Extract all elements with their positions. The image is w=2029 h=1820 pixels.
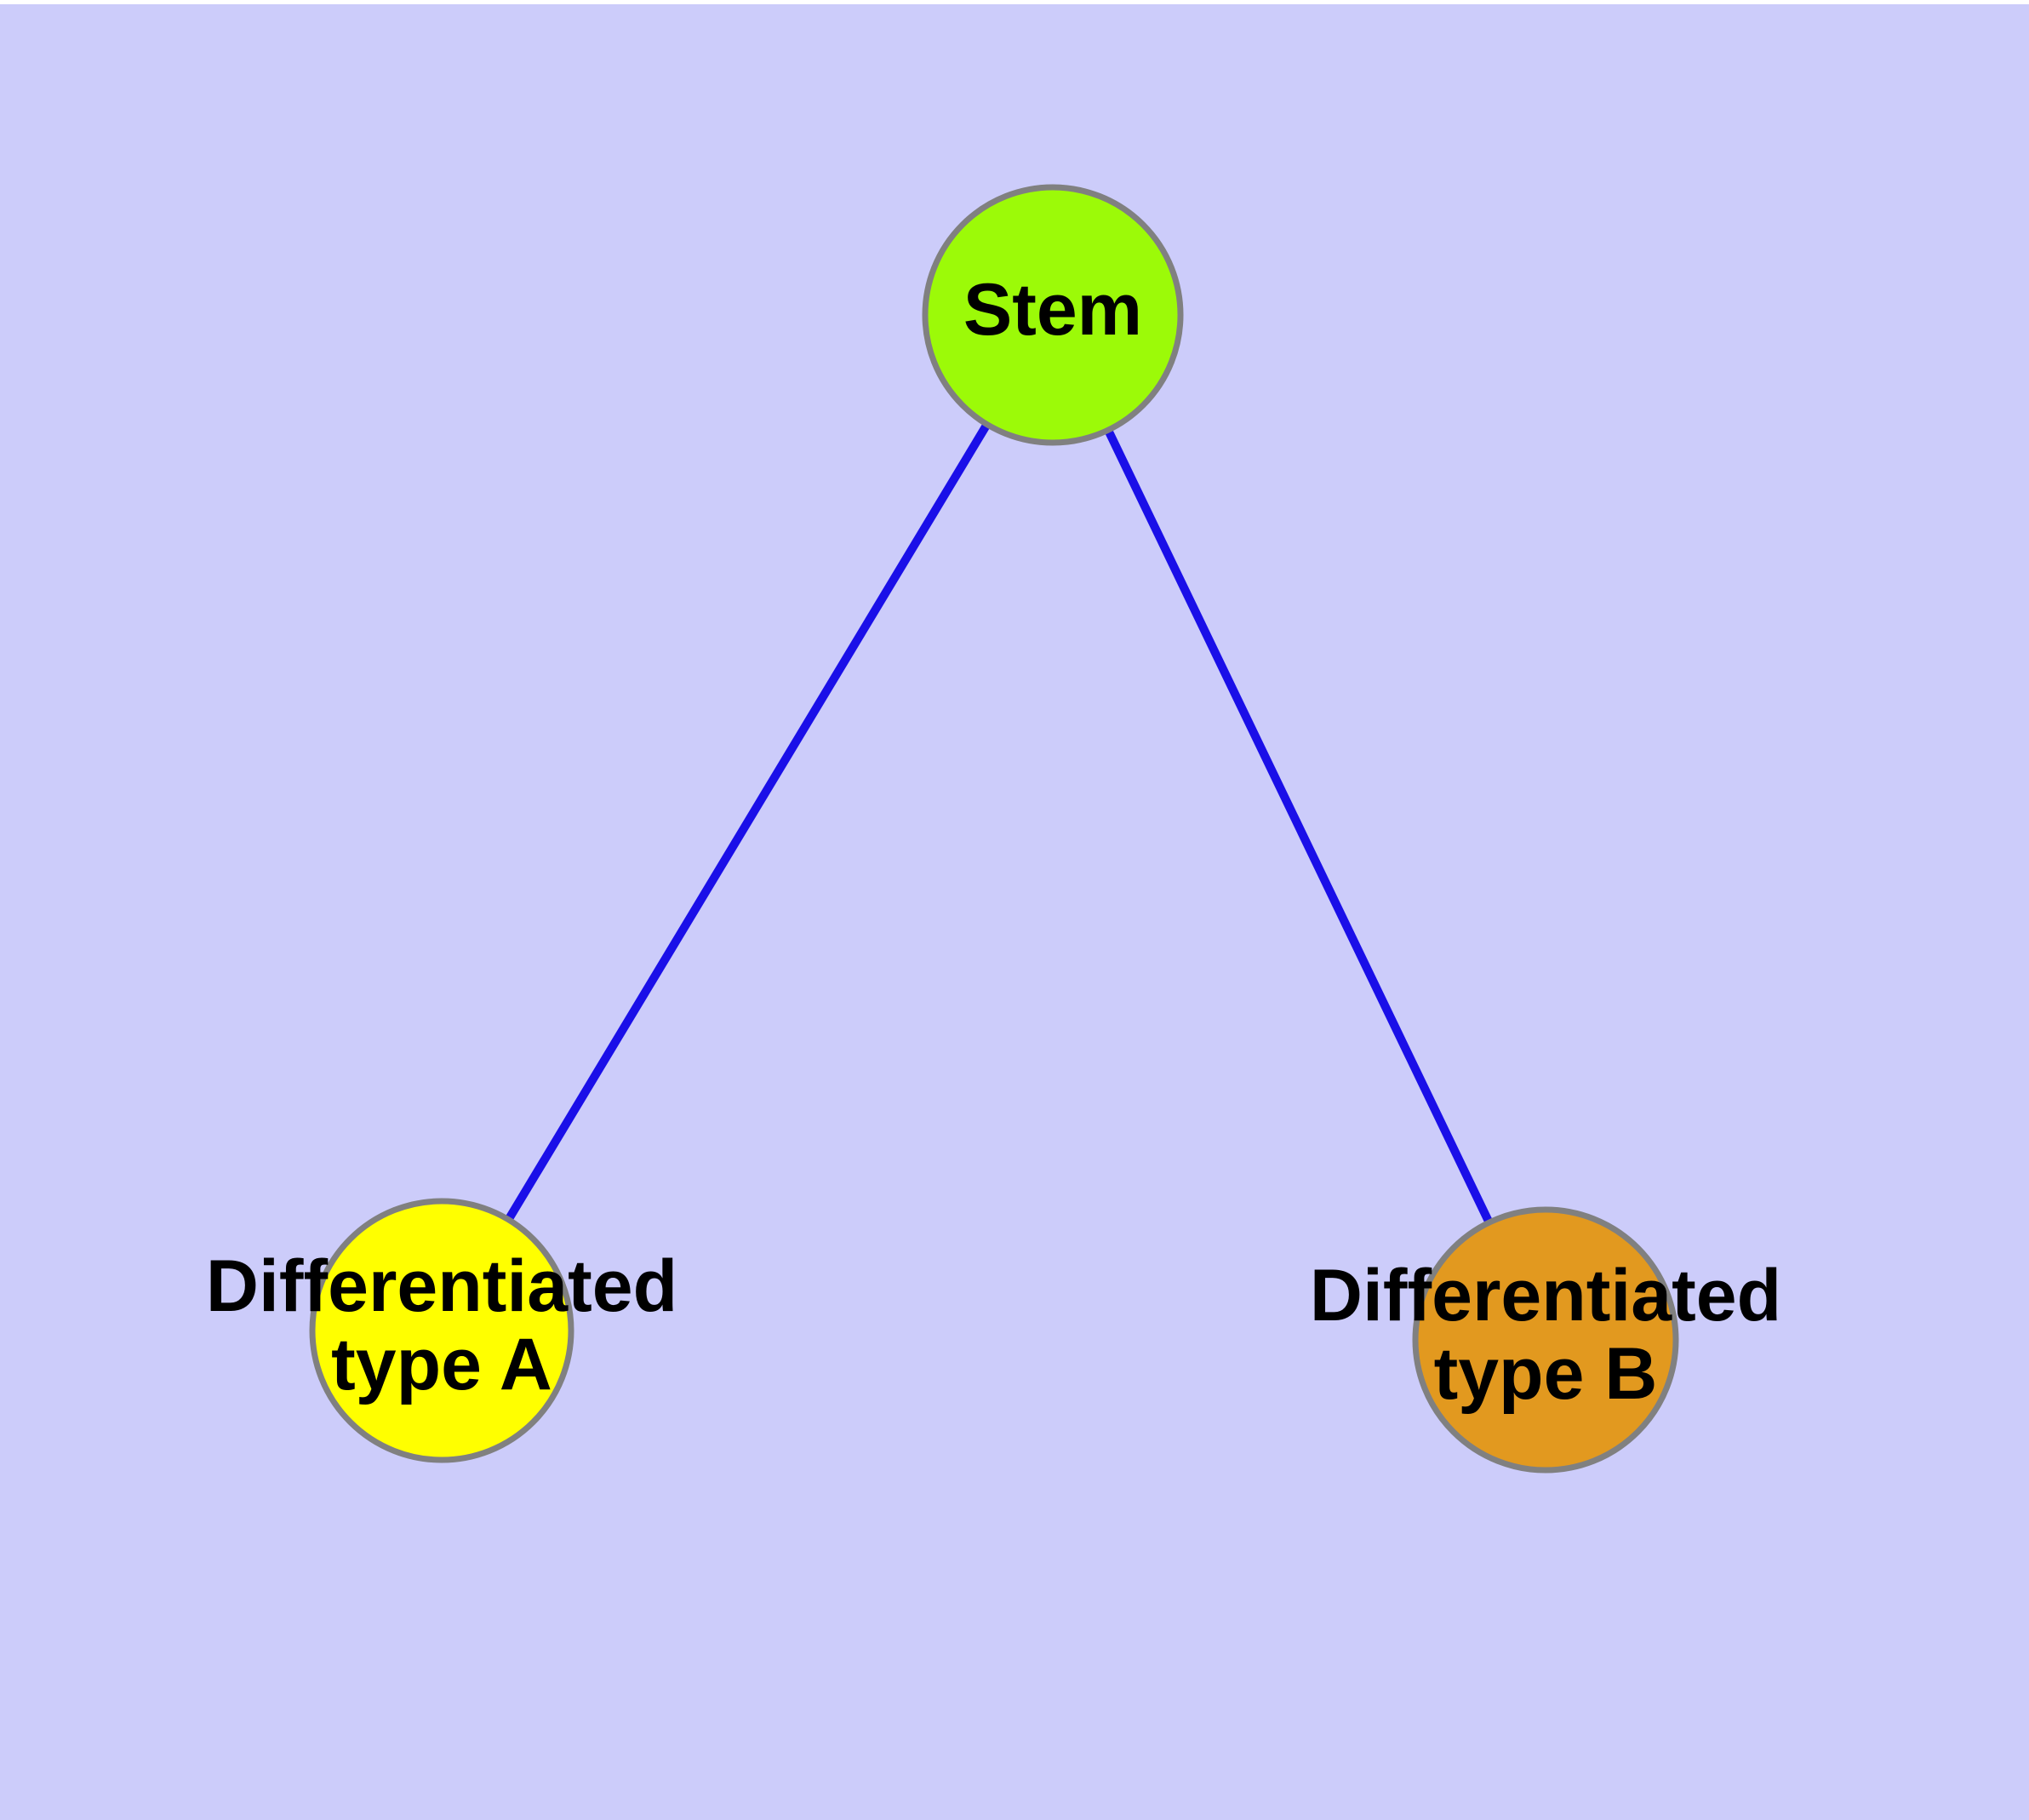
edge-layer bbox=[503, 419, 1495, 1228]
node-label-line: Differentiated bbox=[206, 1245, 677, 1327]
node-label-line: type A bbox=[331, 1324, 552, 1405]
node-diff-b[interactable] bbox=[1412, 1206, 1679, 1474]
node-label-line: Stem bbox=[963, 269, 1142, 351]
edge-stem-to-diff-b[interactable] bbox=[1102, 425, 1495, 1228]
node-label-stem: Stem bbox=[963, 269, 1142, 351]
edge-stem-to-diff-a[interactable] bbox=[503, 419, 992, 1225]
node-label-line: type B bbox=[1434, 1333, 1658, 1415]
node-diff-a[interactable] bbox=[309, 1198, 574, 1463]
node-stem[interactable] bbox=[922, 184, 1184, 446]
node-label-line: Differentiated bbox=[1310, 1255, 1781, 1336]
node-layer bbox=[309, 184, 1679, 1474]
